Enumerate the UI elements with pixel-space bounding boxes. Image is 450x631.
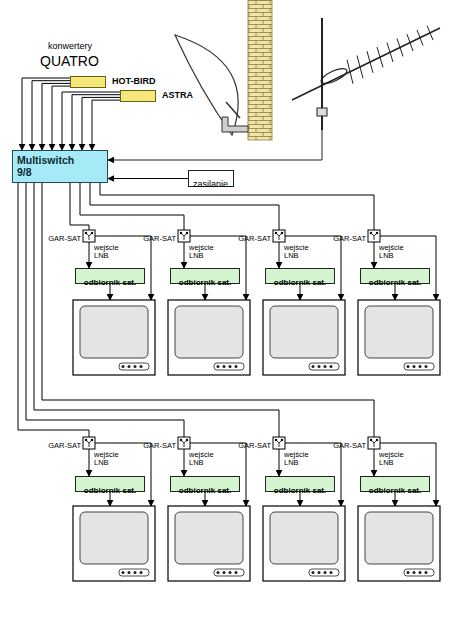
splitter-label: GAR-SAT [35,235,81,243]
splitter-label: GAR-SAT [225,235,271,243]
tv-cable [95,443,151,506]
cable [62,92,120,150]
splitter-symbol [368,437,380,449]
splitter-label: GAR-SAT [225,442,271,450]
terrestrial-antenna [108,18,440,160]
receiver-box: odbiornik sat. [265,268,335,284]
splitter-label: GAR-SAT [320,442,366,450]
cable [34,183,279,476]
tv-set [263,506,345,581]
input-label: wejście LNB [284,451,314,468]
multiswitch-box: Multiswitch 9/8 [12,150,108,183]
splitter-label: GAR-SAT [35,442,81,450]
group-caption: QUATRO [40,54,99,69]
cable [82,97,120,150]
receiver-box: odbiornik sat. [360,268,430,284]
receiver-box: odbiornik sat. [265,476,335,492]
group-caption: konwertery [48,42,92,52]
cable [80,183,184,268]
tv-set [358,300,440,375]
cable [90,183,279,268]
lnb-converter: HOT-BIRD [70,76,106,88]
input-label: wejście LNB [189,451,219,468]
splitter-label: GAR-SAT [130,235,176,243]
tv-set [168,506,250,581]
input-label: wejście LNB [94,451,124,468]
node-text: odbiornik sat. [274,278,326,288]
antenna-element [377,47,383,67]
splitter-symbol [178,437,190,449]
tv-set [73,300,155,375]
node-text: odbiornik sat. [369,278,421,288]
satellite-dish [175,35,248,135]
input-label: wejście LNB [94,244,124,261]
node-text: HOT-BIRD [111,76,157,87]
input-label: wejście LNB [284,244,314,261]
tv-cable [380,443,436,506]
tv-set [358,506,440,581]
node-text: odbiornik sat. [179,278,231,288]
splitter-label: GAR-SAT [130,442,176,450]
cable [26,183,184,476]
tv-set [168,300,250,375]
input-label: wejście LNB [379,244,409,261]
splitter-symbol [178,230,190,242]
cable [22,78,70,150]
antenna-element [387,43,393,62]
antenna-element [367,51,373,73]
splitter-symbol [83,437,95,449]
antenna-element [427,26,433,40]
receiver-box: odbiornik sat. [75,268,145,284]
cable [72,95,120,150]
lnb-converter: ASTRA [120,90,156,102]
cable [100,183,374,268]
receiver-box: odbiornik sat. [170,476,240,492]
splitter-symbol [273,230,285,242]
node-text: odbiornik sat. [369,486,421,496]
antenna-element [397,38,403,56]
node-text: odbiornik sat. [179,486,231,496]
node-text: odbiornik sat. [84,278,136,288]
tv-set [73,506,155,581]
cable [92,100,120,150]
cable [32,81,70,150]
splitter-symbol [368,230,380,242]
power-box: zasilanie [188,170,234,187]
node-text: zasilanie [193,179,228,190]
cable [42,83,70,150]
splitter-symbol [83,230,95,242]
input-label: wejście LNB [189,244,219,261]
receiver-box: odbiornik sat. [360,476,430,492]
splitter-label: GAR-SAT [320,235,366,243]
cable [108,178,188,179]
antenna-element [347,60,353,84]
antenna-element [357,56,363,79]
node-text: odbiornik sat. [274,486,326,496]
tv-set [263,300,345,375]
receiver-box: odbiornik sat. [75,476,145,492]
antenna-element [417,30,423,46]
cable [42,183,374,476]
antenna-element [407,34,413,51]
input-label: wejście LNB [379,451,409,468]
cable [52,86,70,150]
node-text: odbiornik sat. [84,486,136,496]
receiver-box: odbiornik sat. [170,268,240,284]
brick-wall [248,0,272,140]
node-text: ASTRA [161,90,194,101]
splitter-symbol [273,437,285,449]
tv-cable [285,443,341,506]
node-text: Multiswitch 9/8 [17,154,83,178]
tv-cable [190,443,246,506]
